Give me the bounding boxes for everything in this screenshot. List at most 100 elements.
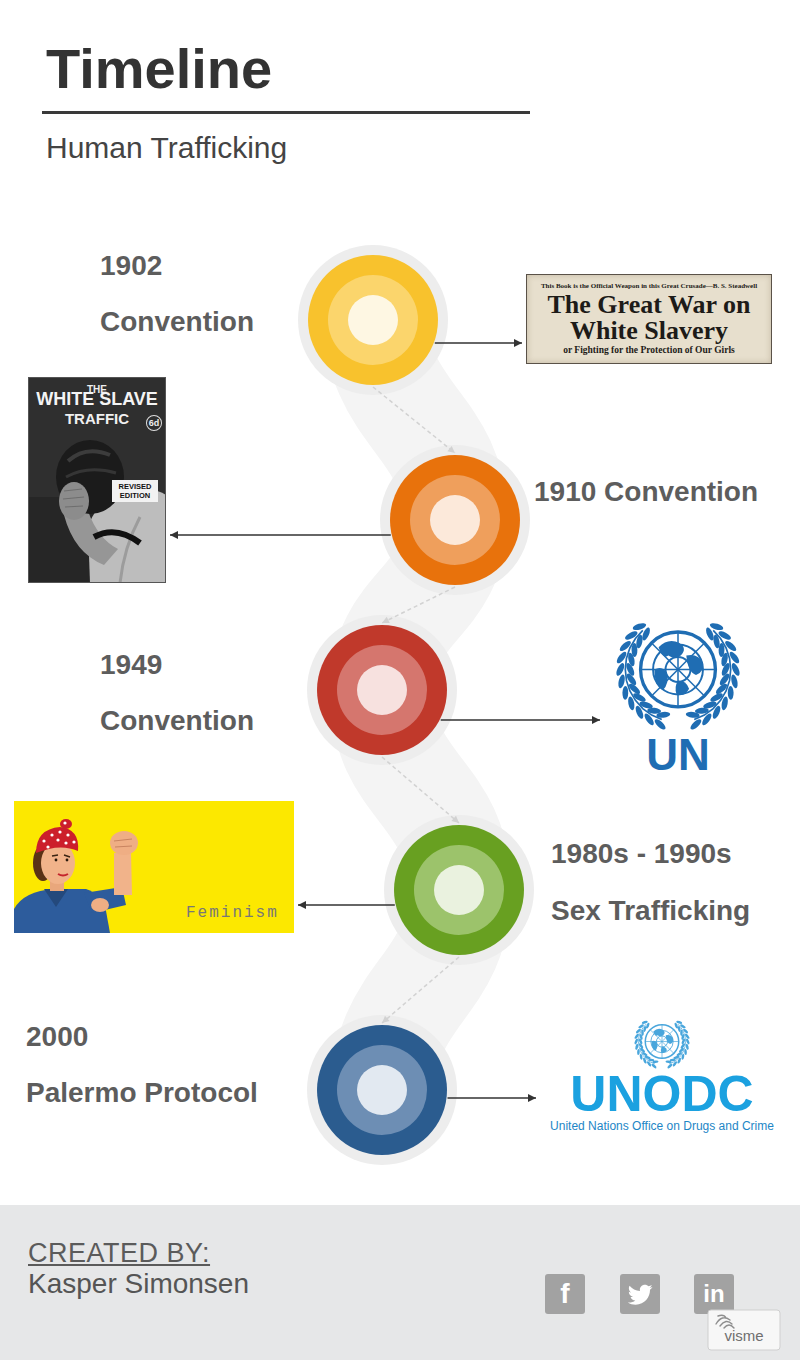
timeline-label: Sex Trafficking (551, 895, 750, 927)
text-slot: WHITE SLAVE (28, 389, 166, 410)
laurel-stem (669, 1024, 685, 1064)
circle-halo (307, 1015, 457, 1165)
bandana-dot (66, 833, 69, 836)
connector-line (441, 719, 600, 721)
un-logo: UN (604, 614, 752, 774)
bandana-dot (50, 833, 53, 836)
ring-middle (328, 275, 418, 365)
newspaper-clipping: This Book is the Official Weapon in this… (526, 274, 772, 364)
circle-rings (308, 255, 438, 385)
laurel-leaf (615, 650, 628, 665)
laurel-leaf (638, 1024, 645, 1029)
connector (382, 757, 459, 823)
text-slot: Timeline (46, 34, 272, 104)
text-slot: in (694, 1277, 734, 1311)
ring-outer (390, 455, 520, 585)
globe-outline (641, 632, 716, 707)
ring-outer (317, 625, 447, 755)
circle-rings (317, 625, 447, 755)
fingers (63, 489, 84, 507)
laurel-leaf (624, 630, 639, 642)
laurel-leaf (641, 1020, 648, 1024)
laurel-leaf (617, 674, 626, 689)
collar (44, 889, 68, 907)
poster-caption: Feminism (186, 903, 279, 923)
ring-middle (410, 475, 500, 565)
ring-inner (348, 295, 398, 345)
laurel-leaf (673, 1055, 680, 1059)
social-square (545, 1274, 585, 1314)
timeline-label: 2000 (26, 1021, 88, 1053)
bandana-dot (56, 838, 59, 841)
clipping-line: or Fighting for the Protection of Our Gi… (563, 345, 735, 356)
arrow-head (382, 617, 390, 623)
circle-rings (394, 825, 524, 955)
laurel-leaf (724, 639, 738, 652)
laurel-leaf (685, 1038, 690, 1045)
fist (110, 831, 138, 855)
text-slot: Convention (100, 705, 254, 737)
logo-subtitle: United Nations Office on Drugs and Crime (550, 1119, 774, 1134)
laurel-leaf (709, 622, 724, 632)
connector (448, 1094, 537, 1102)
bandana-dot (63, 821, 66, 824)
laurel-leaf (637, 1049, 640, 1055)
connector (298, 901, 395, 909)
globe-land (653, 1029, 664, 1036)
laurel-leaf (653, 717, 667, 731)
globe-meridian (650, 1042, 662, 1054)
cover-frame (29, 378, 166, 583)
bandana-dot (46, 845, 49, 848)
hand (91, 898, 109, 912)
globe-land (654, 668, 667, 690)
timeline-label: Convention (100, 306, 254, 338)
timeline-label: Palermo Protocol (26, 1077, 258, 1109)
timeline-label: Convention (100, 705, 254, 737)
ring-middle (337, 645, 427, 735)
clipping-line: This Book is the Official Weapon in this… (541, 282, 757, 291)
social-icon: in (703, 1277, 724, 1311)
laurel-leaf (644, 1055, 651, 1059)
laurel-leaf (635, 1044, 639, 1051)
connector-line (448, 1097, 537, 1099)
ring-outer (317, 1025, 447, 1155)
laurel-leaf (651, 1063, 657, 1069)
eye (66, 859, 69, 862)
circle-halo (384, 815, 534, 965)
connector (382, 957, 459, 1023)
text-slot: 1910 Convention (534, 476, 758, 508)
cover-shade (28, 377, 166, 583)
ring-inner (357, 665, 407, 715)
ring-middle (414, 845, 504, 935)
un-emblem (604, 614, 752, 736)
watermark: visme (724, 1327, 763, 1345)
laurel-leaf (632, 622, 647, 632)
arrow-head (451, 816, 459, 823)
text-slot: 1980s - 1990s (551, 838, 732, 870)
laurel-leaf (674, 1022, 679, 1029)
eye (55, 859, 58, 862)
laurel-leaf (676, 1020, 683, 1024)
laurel-leaf (684, 1049, 687, 1055)
connector-line (170, 534, 391, 536)
connector-line (382, 957, 459, 1023)
credit-name: Kasper Simonsen (28, 1268, 249, 1300)
text-slot: Human Trafficking (46, 129, 287, 167)
laurel-leaf (639, 700, 654, 710)
laurel-leaf (681, 1053, 685, 1060)
arrow-head (382, 1016, 390, 1023)
laurel-leaf (711, 705, 722, 720)
text-slot: 1949 (100, 649, 162, 681)
social-icon: f (560, 1276, 569, 1312)
globe-outline (645, 1025, 678, 1058)
arrow-head (528, 1094, 536, 1102)
text-slot: REVISED EDITION (112, 480, 158, 502)
globe-land (686, 655, 703, 675)
arrow-head (514, 339, 522, 347)
laurel-leaf (667, 1063, 673, 1069)
title-rule (42, 111, 530, 114)
globe-land (676, 681, 690, 696)
bandana-dot (42, 839, 45, 842)
